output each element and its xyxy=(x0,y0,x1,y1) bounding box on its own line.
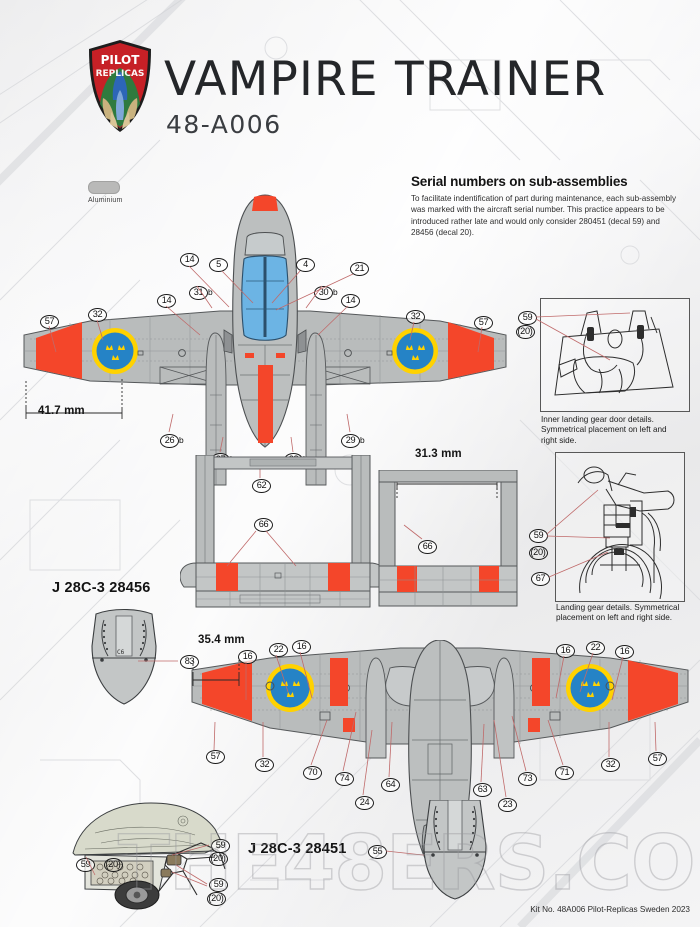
tail-boom-view-right xyxy=(378,470,518,607)
nose-detail-serial-label: J 28C-3 28456 xyxy=(52,580,151,596)
callout-66: 66 xyxy=(254,518,273,532)
callout-31: 31 xyxy=(189,286,208,300)
callout-32-right-top: 32 xyxy=(406,310,425,324)
footer-credit: Kit No. 48A006 Pilot-Replicas Sweden 202… xyxy=(530,905,690,914)
profile-callout-20-a: (20) xyxy=(100,858,126,872)
callout-4: 4 xyxy=(296,258,315,272)
serial-numbers-note: Serial numbers on sub-assemblies To faci… xyxy=(411,174,679,239)
panel1-caption: Inner landing gear door details. Symmetr… xyxy=(541,415,667,445)
dimension-31-3mm: 31.3 mm xyxy=(415,448,462,460)
callout-22-l: 22 xyxy=(269,643,288,657)
callout-16-l2: 16 xyxy=(292,640,311,654)
callout-16-l1: 16 xyxy=(238,650,257,664)
tail-boom-view xyxy=(180,455,387,608)
callout-5: 5 xyxy=(209,258,228,272)
callout-32-left-top: 32 xyxy=(88,308,107,322)
aluminium-swatch xyxy=(88,181,120,194)
logo-bottom-text: REPLICAS xyxy=(96,69,145,79)
callout-57-right-bottom: 57 xyxy=(648,752,667,766)
callout-16-r2: 16 xyxy=(615,645,634,659)
pilot-replicas-logo: PILOT REPLICAS xyxy=(86,38,154,134)
logo-top-text: PILOT xyxy=(101,53,141,67)
callout-55: 55 xyxy=(368,845,387,859)
callout-62: 62 xyxy=(252,479,271,493)
callout-14-b: 14 xyxy=(157,294,176,308)
profile-callout-20-b: (20) xyxy=(205,852,231,866)
roundel-right-bottom xyxy=(566,664,614,712)
callout-30: 30 xyxy=(314,286,333,300)
callout-63: 63 xyxy=(473,783,492,797)
callout-16-r1: 16 xyxy=(556,644,575,658)
svg-text:C6: C6 xyxy=(117,649,125,656)
callout-29: 29 xyxy=(341,434,360,448)
callout-24: 24 xyxy=(355,796,374,810)
gear-bay-profile-view xyxy=(72,802,226,910)
callout-66-right: 66 xyxy=(418,540,437,554)
roundel-left-top xyxy=(92,328,138,374)
callout-74: 74 xyxy=(335,772,354,786)
note-heading: Serial numbers on sub-assemblies xyxy=(411,174,628,189)
page-title: VAMPIRE TRAINER xyxy=(164,52,607,107)
profile-callout-20-c: (20) xyxy=(203,892,229,906)
callout-22-r: 22 xyxy=(586,641,605,655)
panel2-callout-20: (20) xyxy=(525,546,551,560)
panel-inner-gear-door xyxy=(540,298,690,412)
callout-31-suffix: b xyxy=(208,287,213,297)
callout-26: 26 xyxy=(160,434,179,448)
aluminium-label: Aluminium xyxy=(88,197,123,204)
roundel-left-bottom xyxy=(266,664,314,712)
bottom-nose-view xyxy=(423,800,487,900)
callout-32-right-bottom: 32 xyxy=(601,758,620,772)
note-body: To facilitate indentification of part du… xyxy=(411,194,676,238)
callout-30-suffix: b xyxy=(333,287,338,297)
panel1-callout-59: 59 xyxy=(518,311,537,325)
panel1-callout-20: (20) xyxy=(512,325,538,339)
callout-57-right-top: 57 xyxy=(474,316,493,330)
panel2-callout-67: 67 xyxy=(531,572,550,586)
callout-83: 83 xyxy=(180,655,199,669)
top-plan-view xyxy=(23,194,507,486)
callout-73: 73 xyxy=(518,772,537,786)
callout-70: 70 xyxy=(303,766,322,780)
roundel-right-top xyxy=(392,328,438,374)
callout-23: 23 xyxy=(498,798,517,812)
profile-callout-59-c: 59 xyxy=(209,878,228,892)
dimension-line-35-4 xyxy=(192,660,240,686)
panel2-caption: Landing gear details. Symmetrical placem… xyxy=(556,603,680,623)
callout-21: 21 xyxy=(350,262,369,276)
dimension-41-7mm: 41.7 mm xyxy=(38,405,85,417)
callout-32-left-bottom: 32 xyxy=(255,758,274,772)
callout-64: 64 xyxy=(381,778,400,792)
callout-14-c: 14 xyxy=(341,294,360,308)
callout-57-left-bottom: 57 xyxy=(206,750,225,764)
callout-71: 71 xyxy=(555,766,574,780)
page-subtitle: 48-A006 xyxy=(166,110,282,139)
dimension-35-4mm: 35.4 mm xyxy=(198,634,245,646)
bottom-serial-label: J 28C-3 28451 xyxy=(248,841,347,857)
color-legend: Aluminium xyxy=(88,181,122,204)
profile-callout-59-a: 59 xyxy=(76,858,95,872)
callout-29-suffix: b xyxy=(360,435,365,445)
callout-26-suffix: b xyxy=(179,435,184,445)
panel-landing-gear xyxy=(555,452,685,602)
nose-detail-view: C6 xyxy=(91,608,157,705)
